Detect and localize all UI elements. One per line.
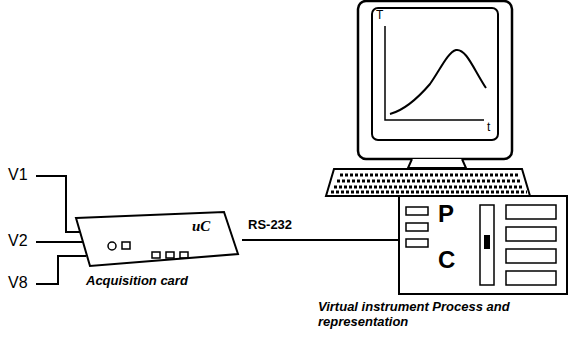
signal-name: V2	[8, 232, 28, 250]
edge-label: RS-232	[246, 218, 294, 233]
wire	[36, 176, 80, 232]
connector-symbol	[122, 242, 130, 249]
chip-symbol	[166, 252, 174, 258]
button	[484, 235, 490, 249]
led-symbol	[108, 242, 116, 250]
card-outline	[76, 212, 238, 266]
tower-case	[399, 196, 567, 294]
monitor-screen	[372, 8, 498, 140]
signal-name: V8	[8, 274, 28, 292]
signal-name: V1	[8, 166, 28, 184]
wire	[36, 256, 86, 284]
monitor-case	[358, 1, 512, 159]
drive-bay	[506, 205, 556, 219]
drive-bay	[406, 223, 428, 231]
monitor-drawing	[358, 1, 512, 168]
axis-label: t	[487, 121, 490, 135]
graph-curve	[390, 50, 486, 114]
front-slot	[480, 205, 494, 285]
acquisition-card: uC Acquisition card	[74, 210, 242, 294]
keyboard-keys	[331, 175, 527, 192]
drive-bay	[506, 271, 556, 285]
wire	[36, 241, 83, 243]
pc-letter: P	[438, 201, 454, 227]
graph-axes	[385, 26, 484, 120]
drive-bay	[406, 239, 428, 247]
pc-tower: PC	[398, 195, 568, 295]
chip-label: uC	[192, 218, 210, 235]
axis-label: T	[376, 9, 383, 23]
drive-bay	[506, 249, 556, 263]
serial-link	[242, 239, 398, 241]
drive-bay	[406, 207, 428, 215]
caption-note: Virtual instrument Process and represent…	[318, 300, 514, 330]
pc-letter: C	[438, 247, 455, 273]
pc-tower-outline	[398, 195, 568, 295]
drive-bay	[506, 227, 556, 241]
keyboard-drawing	[326, 169, 530, 196]
chip-symbol	[152, 252, 160, 258]
chip-symbol	[180, 252, 188, 258]
monitor-stand	[408, 159, 466, 168]
keyboard-case	[326, 169, 530, 196]
card-title: Acquisition card	[86, 274, 188, 288]
